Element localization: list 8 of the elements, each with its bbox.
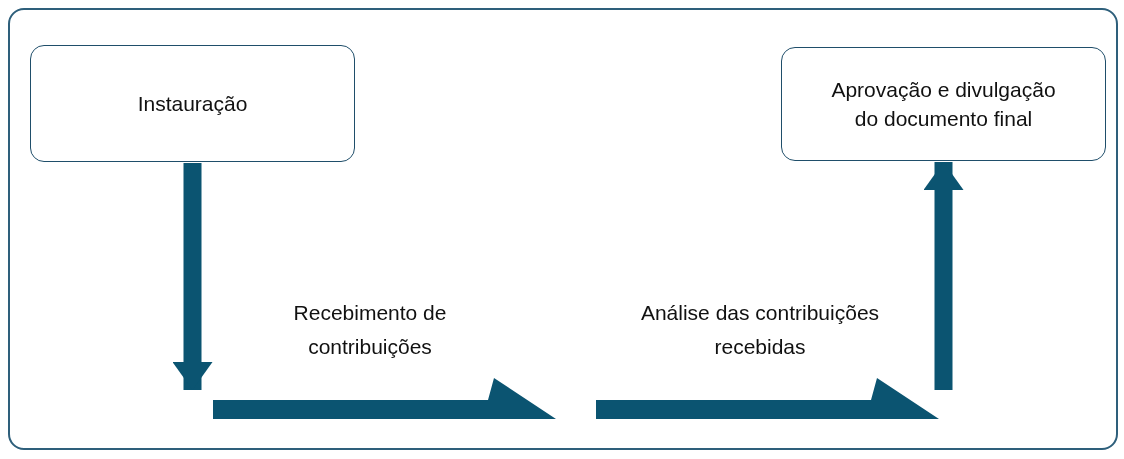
stage-arrow bbox=[596, 376, 939, 419]
arrow bbox=[172, 163, 213, 390]
arrow bbox=[923, 162, 964, 390]
stage-label: Análise das contribuições recebidas bbox=[639, 300, 881, 360]
process-box: Aprovação e divulgação do documento final bbox=[781, 47, 1106, 161]
stage-label: Recebimento de contribuições bbox=[292, 300, 448, 360]
process-box: Instauração bbox=[30, 45, 355, 162]
stage-arrow bbox=[213, 376, 556, 419]
